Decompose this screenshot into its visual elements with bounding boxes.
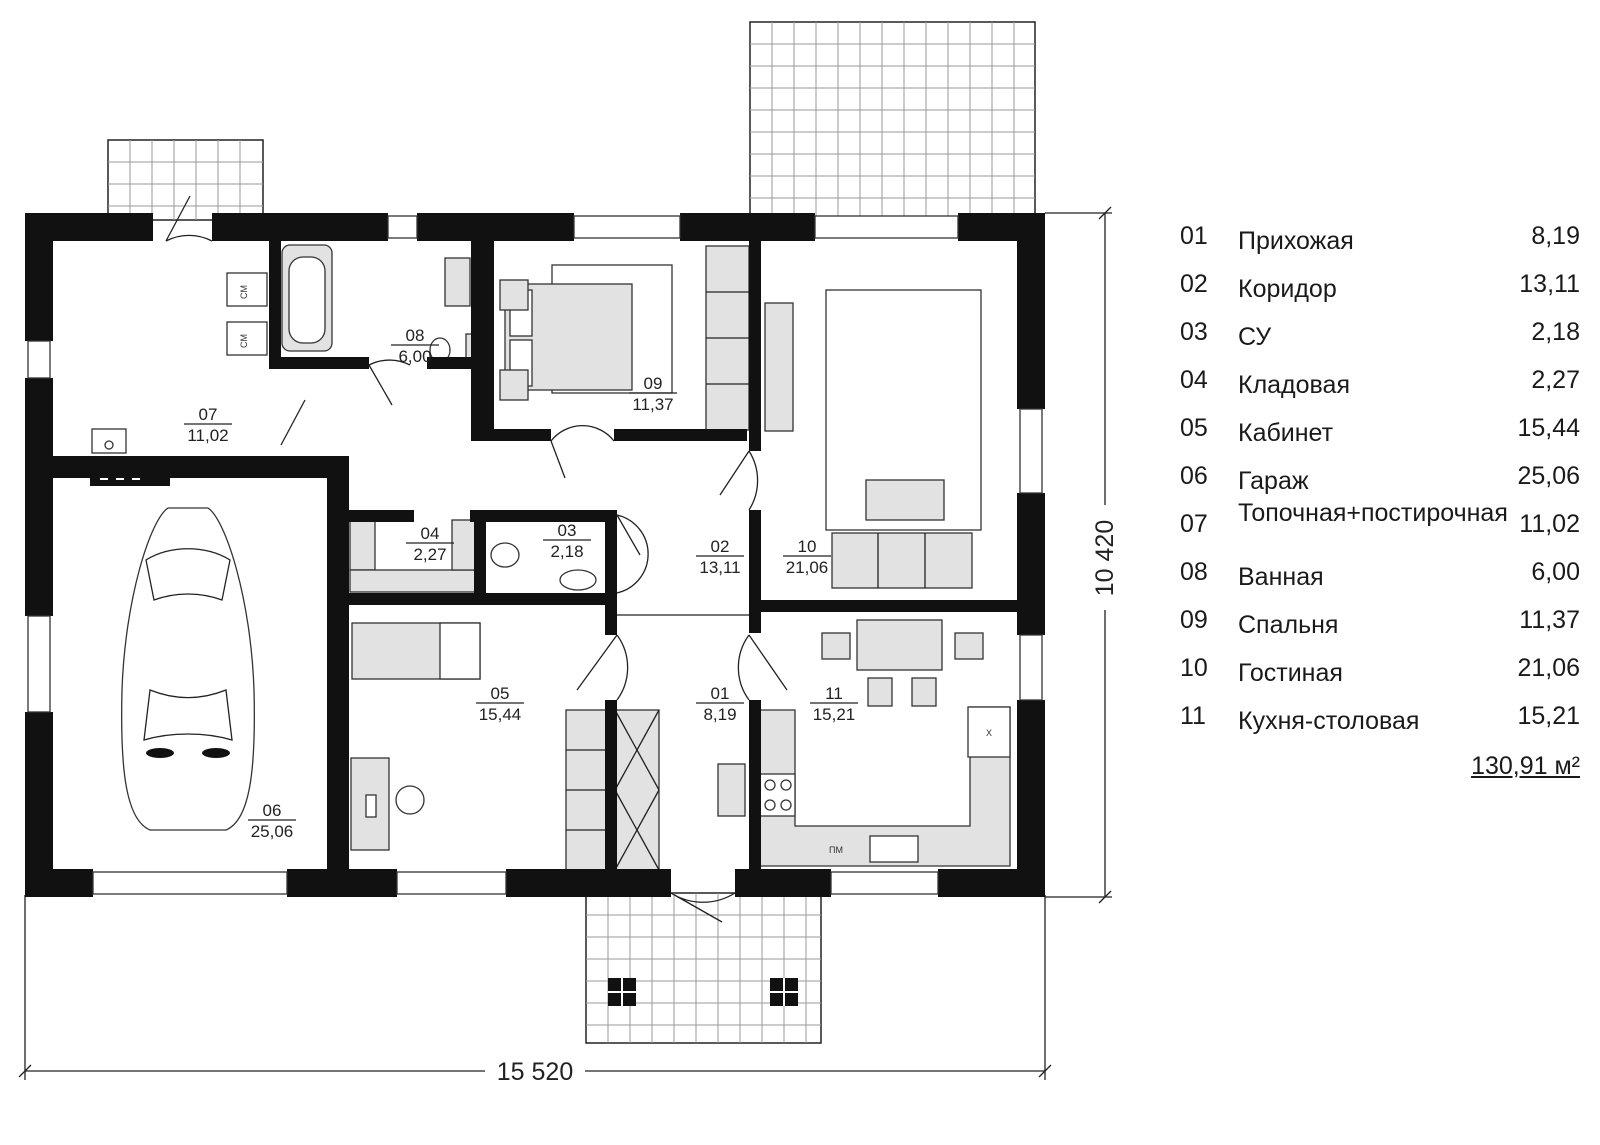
room-area: 21,06: [1517, 654, 1580, 682]
legend-row: 09 Спальня 11,37: [1168, 606, 1590, 654]
plan-room-area: 2,27: [413, 545, 446, 564]
room-area: 2,18: [1531, 318, 1580, 346]
room-name: СУ: [1238, 323, 1272, 351]
plan-room-area: 2,18: [550, 542, 583, 561]
doors: [165, 195, 788, 923]
plan-room-number: 01: [711, 684, 730, 703]
plan-room-number: 03: [558, 521, 577, 540]
room-legend: 01 Прихожая 8,19 02 Коридор 13,11 03 СУ …: [1168, 222, 1590, 780]
fridge-label: Х: [986, 728, 992, 738]
plan-room-number: 04: [421, 524, 440, 543]
legend-row: 02 Коридор 13,11: [1168, 270, 1590, 318]
room-area: 15,21: [1517, 702, 1580, 730]
room-number: 01: [1180, 222, 1208, 250]
entry-porch-south: [585, 892, 822, 1044]
room-area: 15,44: [1517, 414, 1580, 442]
plan-room-area: 6,00: [398, 347, 431, 366]
room-number: 04: [1180, 366, 1208, 394]
room-name: Топочная+постирочная: [1238, 499, 1508, 527]
plan-room-area: 15,44: [479, 705, 522, 724]
legend-row: 01 Прихожая 8,19: [1168, 222, 1590, 270]
plan-room-number: 10: [798, 537, 817, 556]
legend-row: 05 Кабинет 15,44: [1168, 414, 1590, 462]
room-name: Прихожая: [1238, 227, 1354, 255]
room-name: Ванная: [1238, 563, 1324, 591]
room-area: 2,27: [1531, 366, 1580, 394]
legend-row: 07 Топочная+постирочная 11,02: [1168, 499, 1590, 558]
legend-row: 04 Кладовая 2,27: [1168, 366, 1590, 414]
plan-room-area: 8,19: [703, 705, 736, 724]
room-number: 11: [1180, 702, 1206, 730]
dimension-height: 10 420: [1045, 206, 1119, 904]
back-terrace: [749, 21, 1036, 221]
windows: [27, 215, 1043, 895]
plan-room-number: 07: [199, 405, 218, 424]
room-number: 10: [1180, 654, 1208, 682]
plan-room-number: 11: [825, 684, 843, 703]
room-area: 6,00: [1531, 558, 1580, 586]
room-area: 25,06: [1517, 462, 1580, 490]
room-name: Кабинет: [1238, 419, 1334, 447]
washer-label-2: СМ: [239, 334, 249, 348]
width-dimension-label: 15 520: [497, 1058, 573, 1086]
plan-room-number: 02: [711, 537, 730, 556]
room-labels: 01 8,19 02 13,11 03 2,18 04 2,27 05 15,44 06 25,06 0…: [184, 326, 858, 841]
plan-room-number: 09: [644, 374, 663, 393]
height-dimension-label: 10 420: [1091, 520, 1119, 596]
room-area: 11,37: [1519, 606, 1580, 634]
legend-row: 10 Гостиная 21,06: [1168, 654, 1590, 702]
plan-room-area: 25,06: [251, 822, 294, 841]
legend-row: 03 СУ 2,18: [1168, 318, 1590, 366]
room-name: Коридор: [1238, 275, 1337, 303]
room-name: Кухня-столовая: [1238, 707, 1420, 735]
plan-room-area: 13,11: [699, 558, 740, 577]
fixtures: СМ СМ: [90, 244, 1011, 871]
room-area: 11,02: [1519, 510, 1580, 538]
plan-room-area: 15,21: [813, 705, 856, 724]
room-number: 06: [1180, 462, 1208, 490]
entry-porch-north: [107, 139, 264, 221]
room-number: 02: [1180, 270, 1208, 298]
room-name: Кладовая: [1238, 371, 1350, 399]
plan-room-number: 06: [263, 801, 282, 820]
total-area: 130,91 м²: [1471, 752, 1580, 780]
walls: [25, 213, 1045, 897]
dimension-width: 15 520: [18, 895, 1052, 1086]
dishwasher-label: ПМ: [829, 845, 843, 855]
room-name: Гараж: [1238, 467, 1309, 495]
room-area: 13,11: [1519, 270, 1580, 298]
legend-row: 06 Гараж 25,06: [1168, 462, 1590, 510]
legend-row: 11 Кухня-столовая 15,21: [1168, 702, 1590, 750]
room-number: 09: [1180, 606, 1208, 634]
washer-label: СМ: [239, 285, 249, 299]
room-name: Спальня: [1238, 611, 1339, 639]
plan-room-area: 11,37: [632, 395, 673, 414]
plan-room-number: 08: [406, 326, 425, 345]
room-area: 8,19: [1531, 222, 1580, 250]
room-number: 08: [1180, 558, 1208, 586]
plan-room-area: 21,06: [786, 558, 829, 577]
legend-row: 08 Ванная 6,00: [1168, 558, 1590, 606]
room-number: 05: [1180, 414, 1208, 442]
plan-room-number: 05: [491, 684, 510, 703]
room-number: 03: [1180, 318, 1208, 346]
room-name: Гостиная: [1238, 659, 1343, 687]
room-number: 07: [1180, 510, 1208, 538]
plan-room-area: 11,02: [187, 426, 228, 445]
